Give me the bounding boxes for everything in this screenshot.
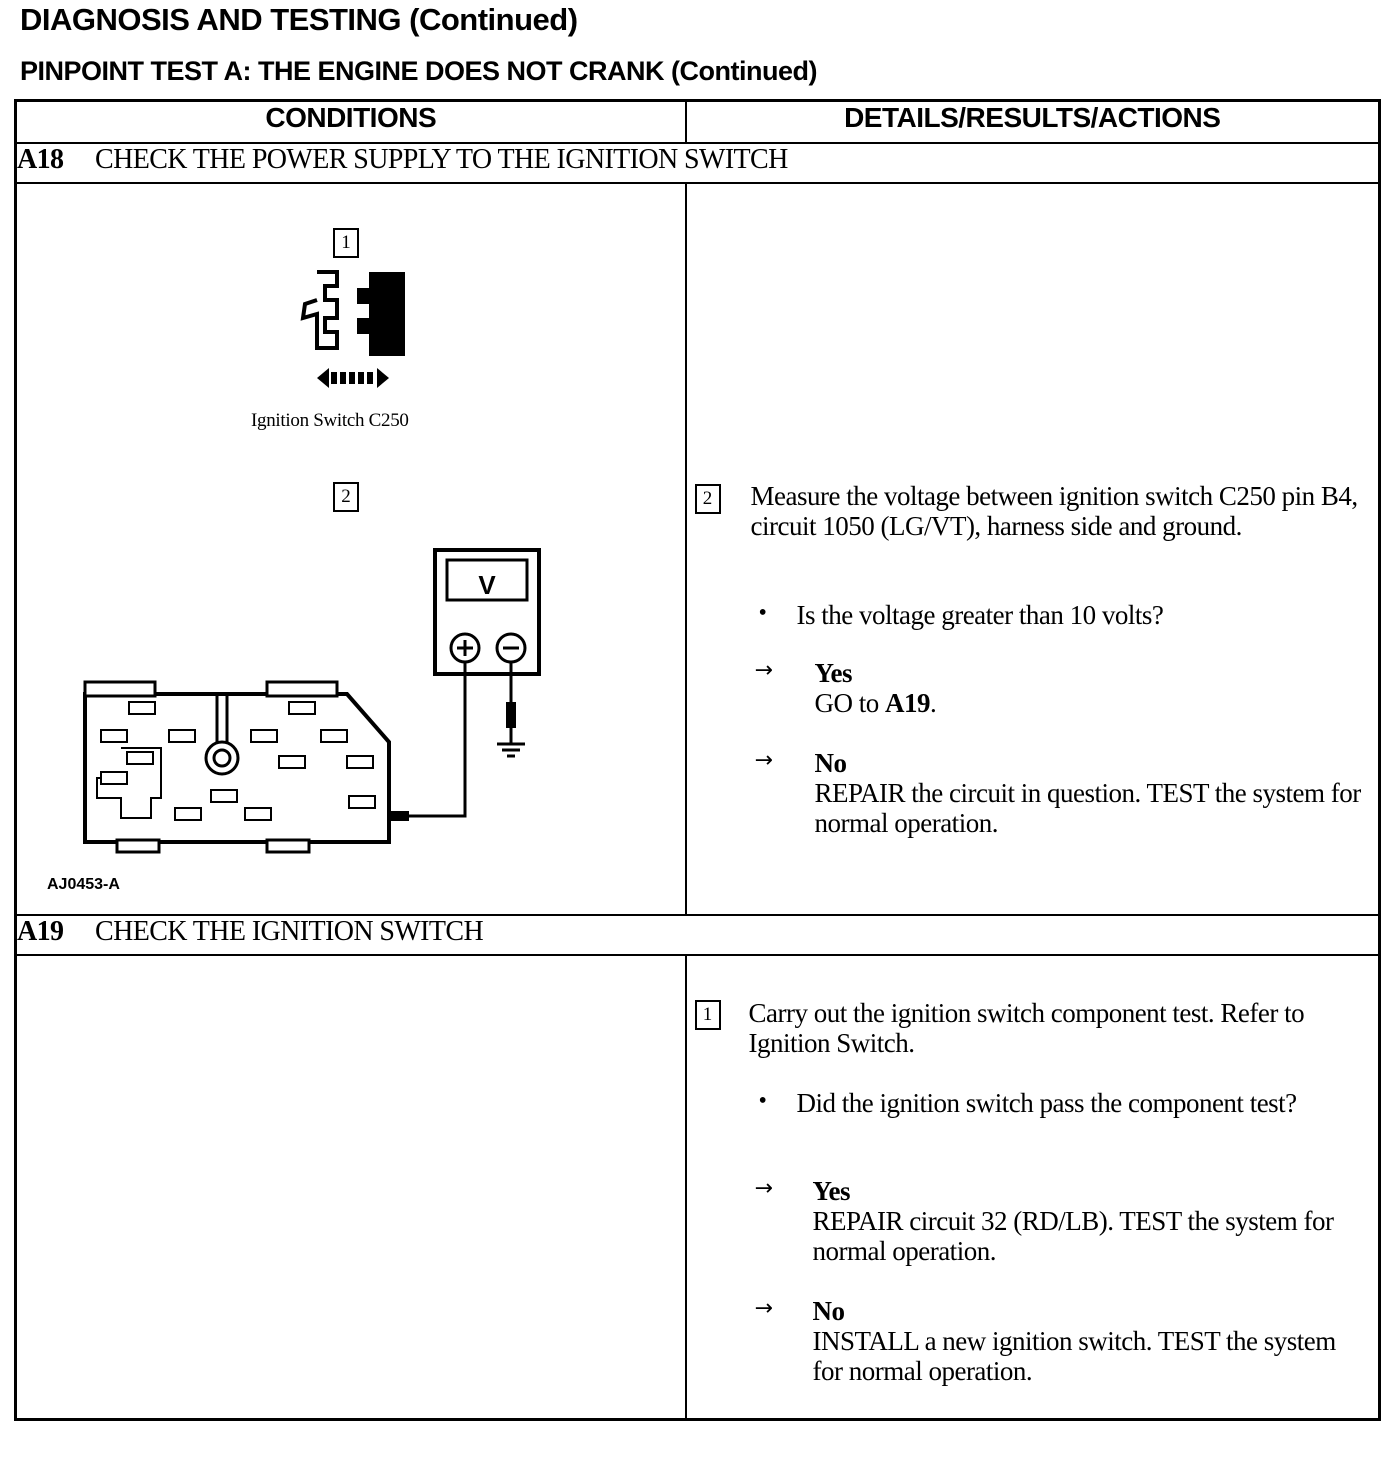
step-a19-yes-block: Yes REPAIR circuit 32 (RD/LB). TEST the … [813, 1176, 1353, 1266]
step-a18-step-marker: 2 [694, 484, 721, 514]
figure-step-marker-2: 2 [333, 482, 359, 512]
step-a18-no-block: No REPAIR the circuit in question. TEST … [815, 748, 1365, 838]
step-a18-instruction: Measure the voltage between ignition swi… [750, 481, 1359, 541]
step-a19-question: Did the ignition switch pass the compone… [796, 1088, 1298, 1118]
ignition-switch-icon [83, 680, 391, 854]
step-a18-question: Is the voltage greater than 10 volts? [796, 600, 1164, 630]
step-a18-title: CHECK THE POWER SUPPLY TO THE IGNITION S… [95, 144, 788, 175]
step-a18-header-row: A18 CHECK THE POWER SUPPLY TO THE IGNITIO… [14, 142, 1381, 184]
step-a18-yes-target: A19 [885, 688, 931, 718]
step-a19-body-row: 1 Carry out the ignition switch componen… [14, 954, 1381, 1421]
step-a18-figure: 1 Ignition Switch C250 2 [17, 184, 685, 914]
step-a19-no-action: INSTALL a new ignition switch. TEST the … [812, 1326, 1337, 1386]
step-a19-yes-action: REPAIR circuit 32 (RD/LB). TEST the syst… [812, 1206, 1334, 1266]
step-a18-no-action: REPAIR the circuit in question. TEST the… [814, 778, 1362, 838]
figure-caption: Ignition Switch C250 [251, 410, 409, 431]
meter-label: V [478, 570, 496, 600]
ground-icon [497, 742, 525, 758]
step-a18-no-arrow: → [754, 748, 773, 773]
step-a18-yes-prefix: GO to [814, 688, 885, 718]
step-a19-id: A19 [17, 916, 64, 947]
step-a18-header: A18 CHECK THE POWER SUPPLY TO THE IGNITIO… [14, 142, 1381, 184]
step-a18-id: A18 [17, 144, 64, 175]
step-a19-bullet: • [758, 1088, 767, 1114]
voltmeter-icon [433, 548, 541, 676]
voltmeter-schematic: V [83, 548, 541, 854]
step-a19-yes-arrow: → [754, 1176, 773, 1201]
step-a19-no-label: No [812, 1296, 846, 1326]
step-a18-conditions-cell: 1 Ignition Switch C250 2 [14, 182, 687, 916]
step-a18-bullet: • [758, 600, 767, 626]
step-a19-title: CHECK THE IGNITION SWITCH [95, 916, 484, 947]
step-a18-yes-suffix: . [930, 688, 937, 718]
step-a18-yes-block: Yes GO to A19. [815, 658, 1365, 718]
step-a18-no-label: No [814, 748, 848, 778]
step-a19-instruction: Carry out the ignition switch component … [748, 998, 1305, 1058]
step-a18-details-cell: 2 Measure the voltage between ignition s… [684, 182, 1381, 916]
figure-step-marker-1: 1 [333, 228, 359, 258]
page-title: DIAGNOSIS AND TESTING (Continued) [20, 2, 578, 37]
column-header-row: CONDITIONS DETAILS/RESULTS/ACTIONS [14, 99, 1381, 144]
step-a19-conditions-cell [14, 954, 687, 1421]
step-a19-header: A19 CHECK THE IGNITION SWITCH [14, 914, 1381, 956]
step-a19-no-arrow: → [754, 1296, 773, 1321]
step-a19-no-block: No INSTALL a new ignition switch. TEST t… [813, 1296, 1363, 1386]
step-a19-details-cell: 1 Carry out the ignition switch componen… [684, 954, 1381, 1421]
column-header-conditions: CONDITIONS [14, 99, 687, 144]
column-header-details: DETAILS/RESULTS/ACTIONS [684, 99, 1381, 144]
connector-icon [300, 270, 405, 388]
step-a19-header-row: A19 CHECK THE IGNITION SWITCH [14, 914, 1381, 956]
step-a19-yes-label: Yes [812, 1176, 851, 1206]
step-a18-body-row: 1 Ignition Switch C250 2 [14, 182, 1381, 916]
page-subtitle: PINPOINT TEST A: THE ENGINE DOES NOT CRA… [20, 56, 818, 86]
step-a19-step-marker: 1 [694, 1000, 721, 1030]
figure-id: AJ0453-A [47, 876, 120, 893]
step-a18-yes-label: Yes [814, 658, 853, 688]
step-a18-yes-arrow: → [754, 658, 773, 683]
